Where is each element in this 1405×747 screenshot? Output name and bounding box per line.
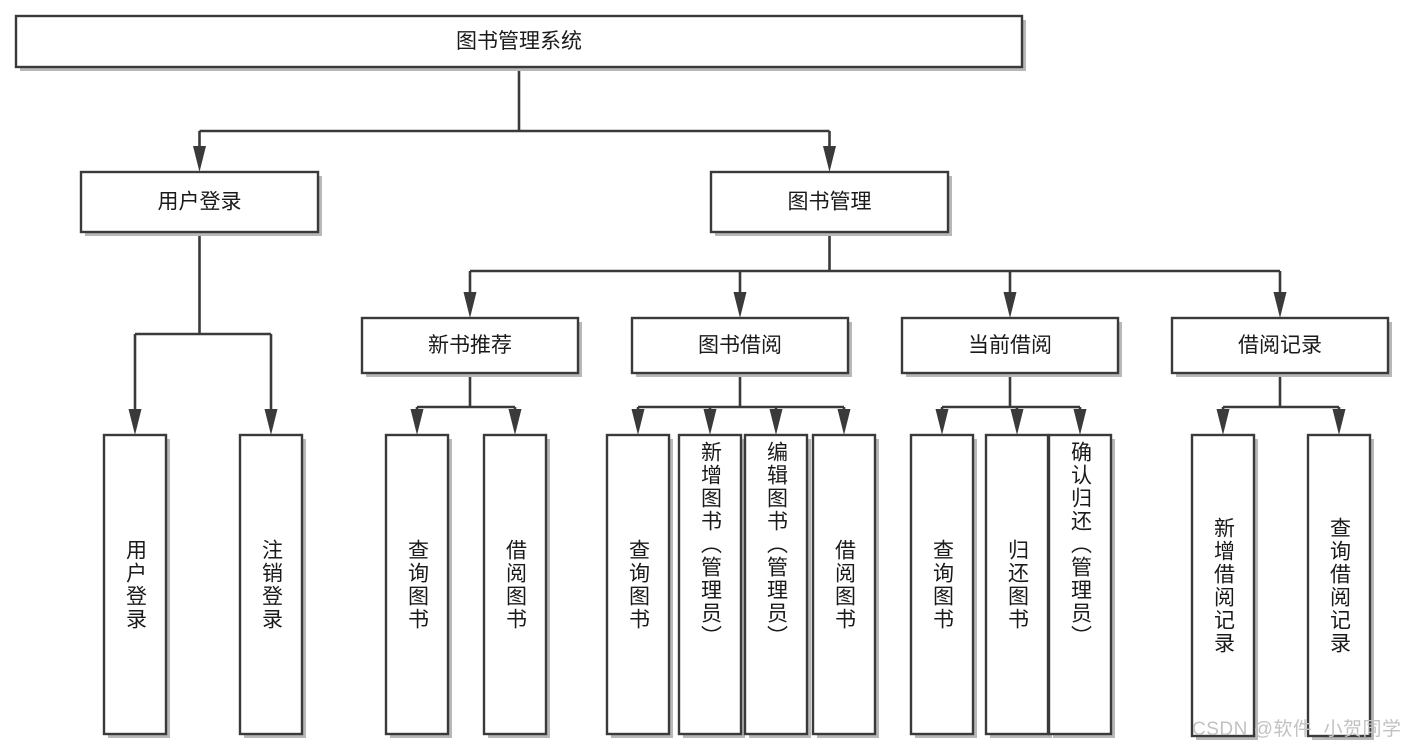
- arrow-head-icon: [508, 409, 522, 435]
- node-leaf-borrow-book-1[interactable]: [482, 433, 548, 736]
- arrow-head-icon: [823, 146, 836, 172]
- node-leaf-add-book[interactable]: [677, 433, 743, 736]
- arrow-head-icon: [1010, 409, 1024, 435]
- node-leaf-query-record[interactable]: [1306, 433, 1372, 738]
- arrow-head-icon: [837, 409, 851, 435]
- node-root-label: 图书管理系统: [456, 30, 582, 53]
- arrow-head-icon: [410, 409, 424, 435]
- node-borrow-record-label: 借阅记录: [1238, 334, 1322, 357]
- arrow-head-icon: [1216, 409, 1230, 435]
- node-new-book-recommend-label: 新书推荐: [428, 334, 512, 357]
- node-user-login-label: 用户登录: [158, 191, 242, 214]
- node-leaf-borrow-book-2[interactable]: [811, 433, 877, 736]
- arrow-head-icon: [1073, 409, 1087, 435]
- node-borrow-record[interactable]: [1170, 316, 1390, 375]
- arrow-head-icon: [264, 409, 278, 435]
- arrow-head-icon: [1003, 292, 1017, 318]
- arrow-head-icon: [193, 146, 206, 172]
- arrow-head-icon: [128, 409, 142, 435]
- node-book-borrow[interactable]: [630, 316, 850, 375]
- node-leaf-query-book-3[interactable]: [909, 433, 975, 736]
- node-root[interactable]: [14, 14, 1024, 69]
- node-leaf-user-login[interactable]: [102, 433, 168, 736]
- arrow-head-icon: [1332, 409, 1346, 435]
- arrow-head-icon: [733, 292, 747, 318]
- node-current-borrow[interactable]: [900, 316, 1120, 375]
- nodes-layer: [14, 14, 1392, 740]
- node-user-login[interactable]: [79, 170, 320, 234]
- node-leaf-logout[interactable]: [238, 433, 304, 736]
- node-new-book-recommend[interactable]: [360, 316, 580, 375]
- node-leaf-add-record[interactable]: [1190, 433, 1256, 738]
- arrow-head-icon: [935, 409, 949, 435]
- arrow-head-icon: [631, 409, 645, 435]
- arrow-head-icon: [463, 292, 477, 318]
- node-leaf-query-book-1[interactable]: [384, 433, 450, 736]
- arrow-head-icon: [769, 409, 783, 435]
- edges-layer: [128, 67, 1346, 435]
- node-leaf-edit-book[interactable]: [743, 433, 809, 736]
- node-book-manage[interactable]: [709, 170, 950, 234]
- node-book-borrow-label: 图书借阅: [698, 334, 782, 357]
- node-current-borrow-label: 当前借阅: [968, 334, 1052, 357]
- arrow-head-icon: [703, 409, 717, 435]
- node-leaf-query-book-2[interactable]: [605, 433, 671, 736]
- arrow-head-icon: [1273, 292, 1287, 318]
- node-leaf-return-book[interactable]: [984, 433, 1050, 736]
- node-leaf-confirm-return[interactable]: [1047, 433, 1113, 736]
- node-book-manage-label: 图书管理: [788, 191, 872, 214]
- csdn-watermark: CSDN @软件_小贺同学: [1192, 719, 1402, 740]
